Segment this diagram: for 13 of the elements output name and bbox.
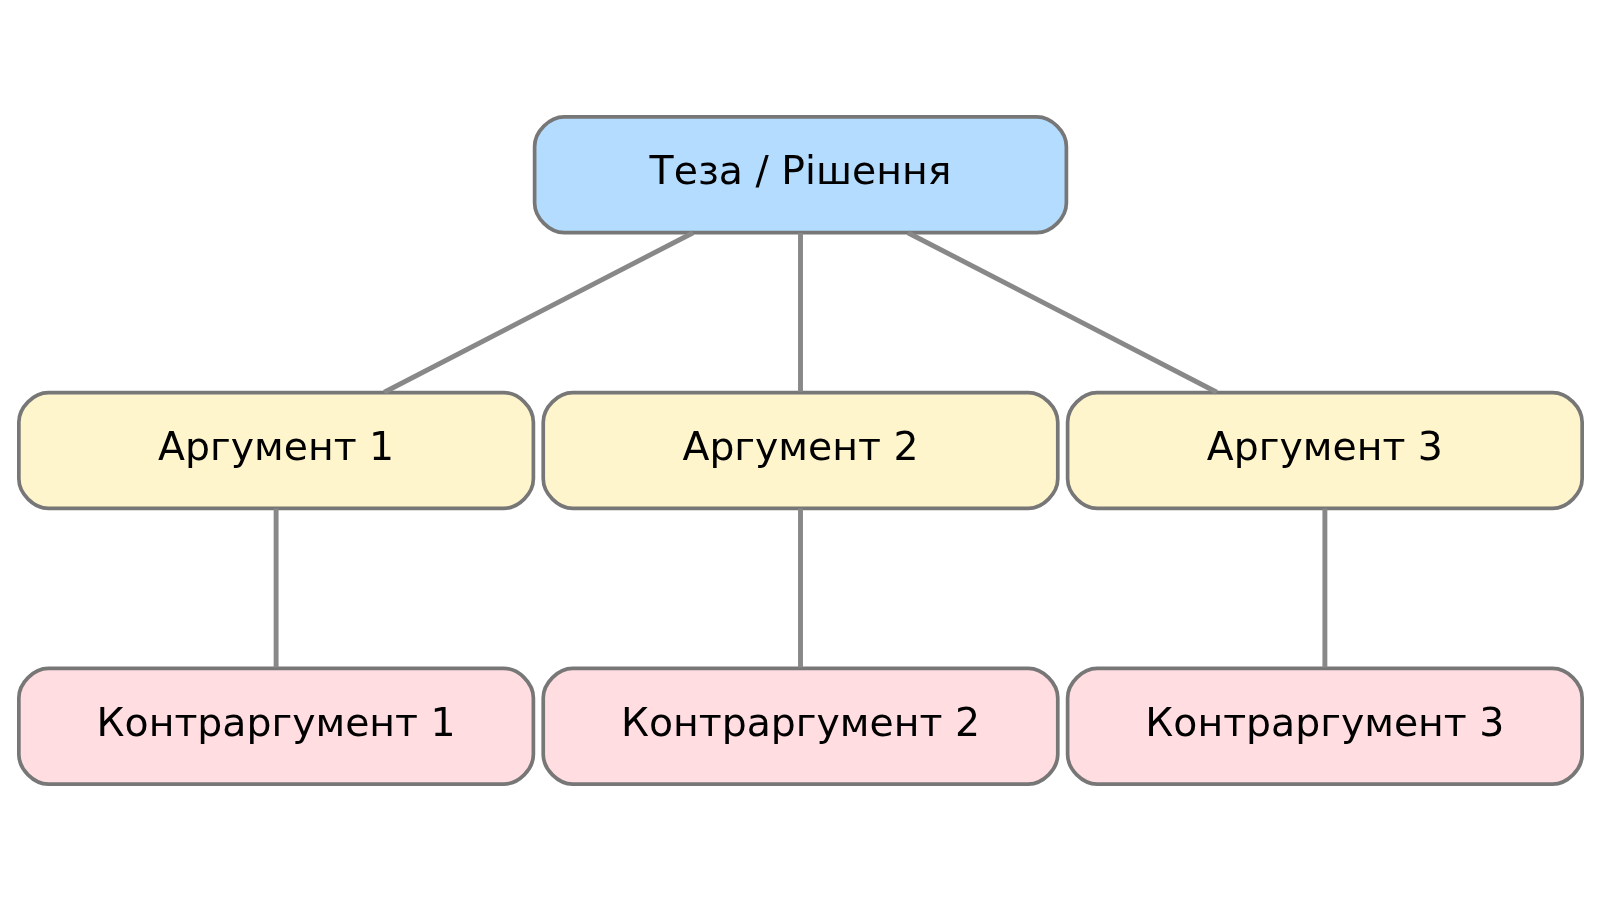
connector bbox=[1321, 507, 1327, 667]
connector bbox=[382, 230, 694, 394]
node-box: Аргумент 1 bbox=[16, 390, 535, 510]
node-box: Контраргумент 3 bbox=[1065, 666, 1584, 786]
connector bbox=[273, 507, 279, 667]
connector bbox=[797, 232, 803, 392]
node-box: Аргумент 3 bbox=[1065, 390, 1584, 510]
node-box: Контраргумент 2 bbox=[540, 666, 1060, 786]
connector bbox=[797, 507, 803, 667]
node-box: Контраргумент 1 bbox=[16, 666, 535, 786]
node-box: Теза / Рішення bbox=[532, 114, 1068, 234]
node-box: Аргумент 2 bbox=[540, 390, 1060, 510]
connector bbox=[906, 230, 1218, 394]
